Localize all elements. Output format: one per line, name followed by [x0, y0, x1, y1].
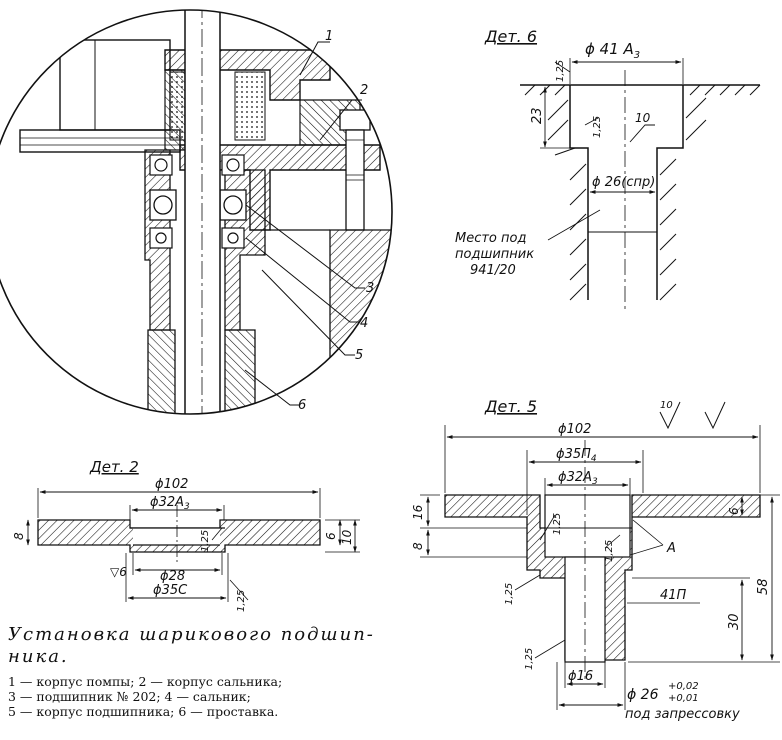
det5-tol-lower: +0,01	[668, 693, 699, 704]
det5-dim-16: 16	[411, 504, 425, 520]
detail-5: Дет. 5 10 ϕ102 ϕ35П4 ϕ32А3 16 1,25	[411, 397, 780, 722]
caption-title-line-2: ника.	[8, 646, 69, 667]
caption-legend: 1 — корпус помпы; 2 — корпус сальника; 3…	[8, 674, 378, 719]
caption-title: Установка шарикового подшип- ника.	[8, 624, 378, 668]
det5-press-note: под запрессовку	[625, 707, 740, 722]
det5-dim-125b: 1,25	[604, 540, 615, 562]
det6-dim-23: 23	[530, 107, 545, 124]
det5-dia-102: ϕ102	[558, 422, 591, 437]
callout-5: 5	[355, 348, 363, 363]
legend-line-2: 3 — подшипник № 202; 4 — сальник;	[8, 689, 251, 704]
det6-dim-125-top: 1,25	[555, 60, 566, 82]
legend-line-1: 1 — корпус помпы; 2 — корпус сальника;	[8, 674, 283, 689]
det2-dia-35: ϕ35С	[153, 583, 188, 598]
det5-title: Дет. 5	[484, 397, 537, 416]
callout-3: 3	[366, 281, 374, 296]
det5-dim-125a: 1,25	[552, 513, 563, 535]
det2-dia-28: ϕ28	[160, 569, 185, 584]
det6-dia-top: ϕ 41 А3	[585, 40, 640, 61]
det2-title: Дет. 2	[89, 458, 139, 476]
det2-dim-10: 10	[340, 529, 354, 545]
callout-2: 2	[360, 83, 368, 98]
legend-line-3: 5 — корпус подшипника; 6 — проставка.	[8, 704, 279, 719]
det5-dia-35: ϕ35П4	[556, 447, 597, 464]
det2-dim-8: 8	[12, 532, 26, 540]
caption: Установка шарикового подшип- ника. 1 — к…	[8, 624, 378, 719]
det5-dim-125d: 1,25	[524, 648, 535, 670]
det5-finish: 10	[660, 400, 673, 411]
callout-1: 1	[325, 29, 333, 44]
det5-dim-6: 6	[727, 507, 741, 515]
det6-dia-26: ϕ 26(спр)	[592, 175, 655, 190]
detail-2: Дет. 2 ϕ102 ϕ32А3 8 1,25 6 10 ▽6	[12, 458, 360, 612]
det5-tol-upper: +0,02	[668, 681, 699, 692]
callout-6: 6	[298, 398, 306, 413]
det2-dim-6: 6	[324, 532, 338, 540]
det5-dim-58: 58	[756, 578, 771, 595]
det6-surface-10: 10	[635, 111, 651, 125]
det5-dia-26: ϕ 26	[627, 687, 659, 703]
det6-title: Дет. 6	[484, 27, 537, 46]
det6-note-2: подшипник	[455, 247, 534, 262]
det5-dia-16: ϕ16	[568, 669, 593, 684]
det2-dia-102: ϕ102	[155, 477, 188, 492]
det6-note-1: Место под	[455, 231, 526, 246]
assembly-view: 1 2 3 4 5 6	[0, 9, 393, 415]
det2-dia-32: ϕ32А3	[150, 495, 190, 512]
det5-dia-32: ϕ32А3	[558, 470, 598, 487]
det6-note-3: 941/20	[470, 263, 516, 278]
det5-dim-125c: 1,25	[504, 583, 515, 605]
caption-title-line-1: Установка шарикового подшип-	[8, 624, 375, 645]
det5-dim-30: 30	[727, 613, 742, 630]
det5-dim-8: 8	[411, 542, 425, 550]
det2-dim-125b: 1,25	[236, 590, 247, 612]
detail-6: Дет. 6 ϕ 41 А3	[455, 27, 761, 310]
det5-fit-41: 41П	[660, 588, 687, 603]
det2-dim-125a: 1,25	[200, 530, 211, 552]
det2-finish-6: ▽6	[110, 565, 127, 579]
callout-4: 4	[360, 316, 368, 331]
det5-label-a: А	[666, 541, 676, 556]
det6-dim-125-side: 1,25	[592, 116, 603, 138]
